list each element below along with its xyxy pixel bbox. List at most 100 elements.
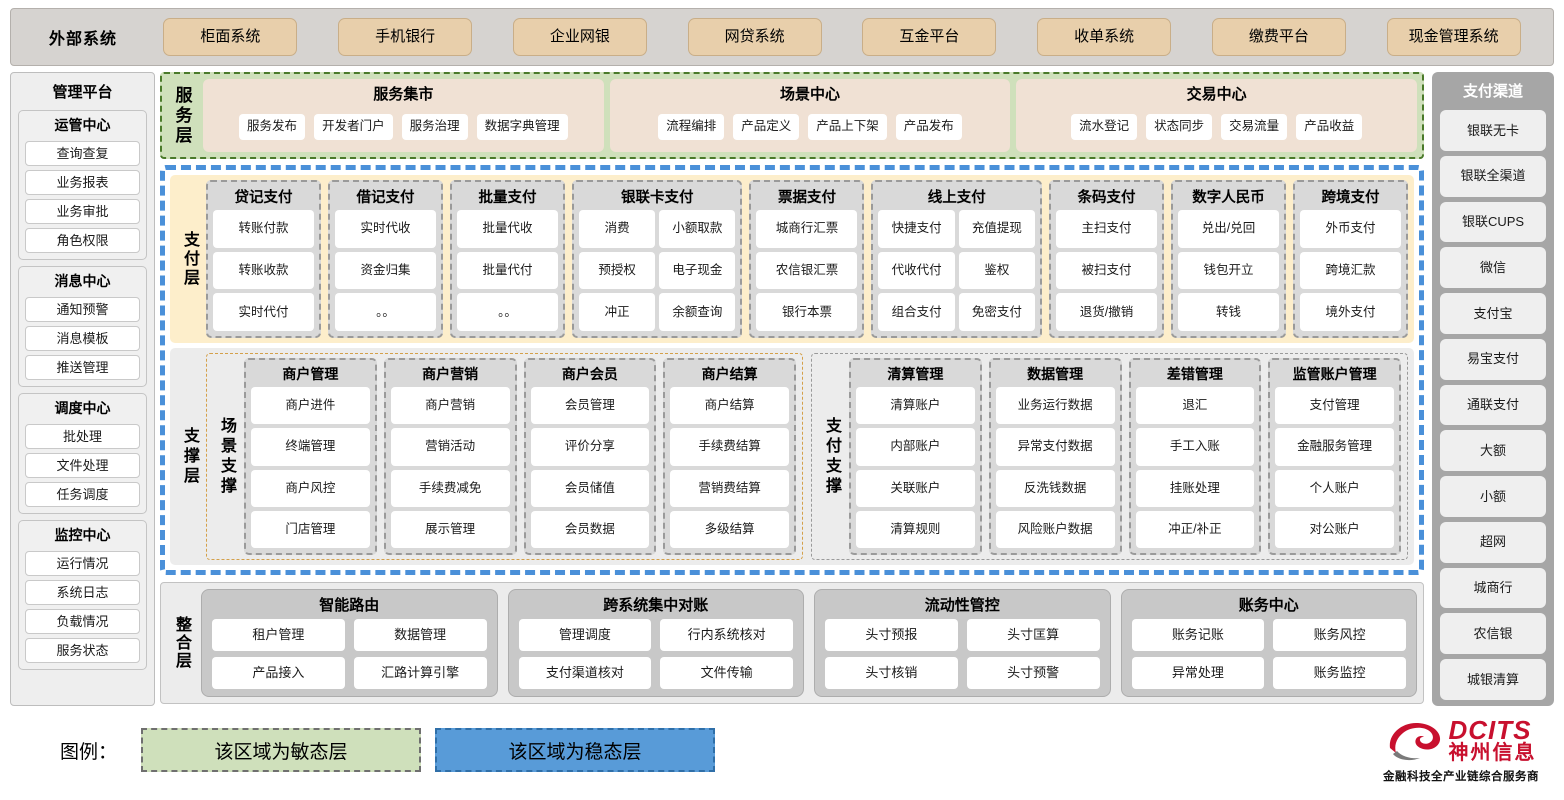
integration-item-2-0[interactable]: 头寸预报 <box>825 619 958 651</box>
integration-item-3-0[interactable]: 账务记账 <box>1131 619 1265 651</box>
mgmt-item-0-1[interactable]: 业务报表 <box>25 170 140 195</box>
support-item-1-2-1[interactable]: 手工入账 <box>1135 428 1255 466</box>
support-item-0-1-3[interactable]: 展示管理 <box>390 510 510 548</box>
mgmt-item-0-2[interactable]: 业务审批 <box>25 199 140 224</box>
external-system-2[interactable]: 企业网银 <box>512 18 647 56</box>
mgmt-item-0-0[interactable]: 查询查复 <box>25 141 140 166</box>
service-item-0-1[interactable]: 开发者门户 <box>314 113 393 140</box>
payment-item-0-1[interactable]: 转账收款 <box>213 251 314 290</box>
pay-channel-10[interactable]: 城商行 <box>1440 567 1546 609</box>
integration-item-0-1[interactable]: 数据管理 <box>353 619 487 651</box>
support-item-0-1-2[interactable]: 手续费减免 <box>390 469 510 507</box>
pay-channel-6[interactable]: 通联支付 <box>1440 384 1546 426</box>
integration-item-1-0[interactable]: 管理调度 <box>518 619 652 651</box>
payment-item-0-0[interactable]: 转账付款 <box>213 210 314 248</box>
service-item-1-2[interactable]: 产品上下架 <box>808 113 887 140</box>
payment-item-8-0[interactable]: 外币支付 <box>1299 210 1401 248</box>
payment-item-7-1[interactable]: 钱包开立 <box>1177 251 1279 290</box>
integration-item-0-0[interactable]: 租户管理 <box>212 619 345 651</box>
mgmt-item-3-2[interactable]: 负载情况 <box>25 609 140 634</box>
support-item-1-0-2[interactable]: 关联账户 <box>856 469 975 507</box>
support-item-1-2-3[interactable]: 冲正/补正 <box>1135 510 1255 548</box>
payment-item-1-2[interactable]: 。。 <box>334 293 436 331</box>
support-item-0-2-3[interactable]: 会员数据 <box>530 510 650 548</box>
pay-channel-1[interactable]: 银联全渠道 <box>1440 155 1546 197</box>
support-item-1-2-0[interactable]: 退汇 <box>1135 387 1255 425</box>
mgmt-item-3-1[interactable]: 系统日志 <box>25 580 140 605</box>
support-item-0-2-0[interactable]: 会员管理 <box>530 387 650 425</box>
service-item-0-0[interactable]: 服务发布 <box>239 113 306 140</box>
service-item-1-3[interactable]: 产品发布 <box>895 113 962 140</box>
external-system-5[interactable]: 收单系统 <box>1037 18 1172 56</box>
payment-item-3-4[interactable]: 冲正 <box>578 293 656 331</box>
pay-channel-12[interactable]: 城银清算 <box>1440 659 1546 700</box>
external-system-1[interactable]: 手机银行 <box>338 18 473 56</box>
service-item-1-1[interactable]: 产品定义 <box>733 113 800 140</box>
service-item-2-0[interactable]: 流水登记 <box>1071 113 1138 140</box>
integration-item-1-3[interactable]: 文件传输 <box>660 657 793 689</box>
support-item-0-0-1[interactable]: 终端管理 <box>251 428 370 466</box>
support-item-0-3-2[interactable]: 营销费结算 <box>670 469 789 507</box>
integration-item-2-1[interactable]: 头寸匡算 <box>966 619 1100 651</box>
integration-item-1-2[interactable]: 支付渠道核对 <box>518 657 652 689</box>
support-item-0-1-0[interactable]: 商户营销 <box>390 387 510 425</box>
mgmt-item-2-0[interactable]: 批处理 <box>25 424 140 449</box>
payment-item-4-2[interactable]: 银行本票 <box>756 293 858 331</box>
payment-item-8-2[interactable]: 境外支付 <box>1299 293 1401 331</box>
support-item-0-2-1[interactable]: 评价分享 <box>530 428 650 466</box>
payment-item-3-5[interactable]: 余额查询 <box>659 293 736 331</box>
pay-channel-9[interactable]: 超网 <box>1440 521 1546 563</box>
mgmt-item-0-3[interactable]: 角色权限 <box>25 228 140 253</box>
mgmt-item-1-2[interactable]: 推送管理 <box>25 355 140 380</box>
pay-channel-11[interactable]: 农信银 <box>1440 613 1546 655</box>
external-system-7[interactable]: 现金管理系统 <box>1386 18 1521 56</box>
service-item-2-3[interactable]: 产品收益 <box>1296 113 1363 140</box>
integration-item-3-3[interactable]: 账务监控 <box>1273 657 1406 689</box>
support-item-1-0-1[interactable]: 内部账户 <box>856 428 975 466</box>
support-item-1-1-2[interactable]: 反洗钱数据 <box>995 469 1115 507</box>
service-item-2-1[interactable]: 状态同步 <box>1146 113 1213 140</box>
mgmt-item-3-3[interactable]: 服务状态 <box>25 638 140 663</box>
pay-channel-8[interactable]: 小额 <box>1440 476 1546 517</box>
integration-item-3-2[interactable]: 异常处理 <box>1131 657 1265 689</box>
integration-item-0-2[interactable]: 产品接入 <box>212 657 345 689</box>
support-item-1-0-0[interactable]: 清算账户 <box>856 387 975 425</box>
payment-item-7-2[interactable]: 转钱 <box>1177 293 1279 331</box>
support-item-1-3-0[interactable]: 支付管理 <box>1275 387 1394 425</box>
service-item-2-2[interactable]: 交易流量 <box>1221 113 1288 140</box>
payment-item-3-3[interactable]: 电子现金 <box>659 251 736 290</box>
integration-item-1-1[interactable]: 行内系统核对 <box>660 619 793 651</box>
payment-item-0-2[interactable]: 实时代付 <box>213 293 314 331</box>
payment-item-5-0[interactable]: 快捷支付 <box>878 210 955 248</box>
pay-channel-0[interactable]: 银联无卡 <box>1440 110 1546 151</box>
payment-item-5-1[interactable]: 充值提现 <box>958 210 1035 248</box>
payment-item-1-0[interactable]: 实时代收 <box>334 210 436 248</box>
mgmt-item-3-0[interactable]: 运行情况 <box>25 551 140 576</box>
support-item-0-0-0[interactable]: 商户进件 <box>251 387 370 425</box>
pay-channel-7[interactable]: 大额 <box>1440 430 1546 472</box>
support-item-0-0-2[interactable]: 商户风控 <box>251 469 370 507</box>
payment-item-6-0[interactable]: 主扫支付 <box>1056 210 1157 248</box>
integration-item-2-3[interactable]: 头寸预警 <box>966 657 1100 689</box>
payment-item-4-1[interactable]: 农信银汇票 <box>756 251 858 290</box>
support-item-1-3-1[interactable]: 金融服务管理 <box>1275 428 1394 466</box>
pay-channel-5[interactable]: 易宝支付 <box>1440 338 1546 380</box>
payment-item-5-3[interactable]: 鉴权 <box>958 251 1035 290</box>
mgmt-item-1-1[interactable]: 消息模板 <box>25 326 140 351</box>
support-item-1-3-2[interactable]: 个人账户 <box>1275 469 1394 507</box>
integration-item-3-1[interactable]: 账务风控 <box>1273 619 1406 651</box>
payment-item-6-2[interactable]: 退货/撤销 <box>1056 293 1157 331</box>
payment-item-3-0[interactable]: 消费 <box>578 210 656 248</box>
payment-item-6-1[interactable]: 被扫支付 <box>1056 251 1157 290</box>
support-item-1-1-3[interactable]: 风险账户数据 <box>995 510 1115 548</box>
external-system-0[interactable]: 柜面系统 <box>163 18 298 56</box>
integration-item-2-2[interactable]: 头寸核销 <box>825 657 958 689</box>
support-item-1-1-1[interactable]: 异常支付数据 <box>995 428 1115 466</box>
mgmt-item-2-1[interactable]: 文件处理 <box>25 453 140 478</box>
support-item-0-2-2[interactable]: 会员储值 <box>530 469 650 507</box>
external-system-6[interactable]: 缴费平台 <box>1211 18 1346 56</box>
support-item-0-1-1[interactable]: 营销活动 <box>390 428 510 466</box>
mgmt-item-2-2[interactable]: 任务调度 <box>25 482 140 507</box>
support-item-0-3-0[interactable]: 商户结算 <box>670 387 789 425</box>
payment-item-8-1[interactable]: 跨境汇款 <box>1299 251 1401 290</box>
